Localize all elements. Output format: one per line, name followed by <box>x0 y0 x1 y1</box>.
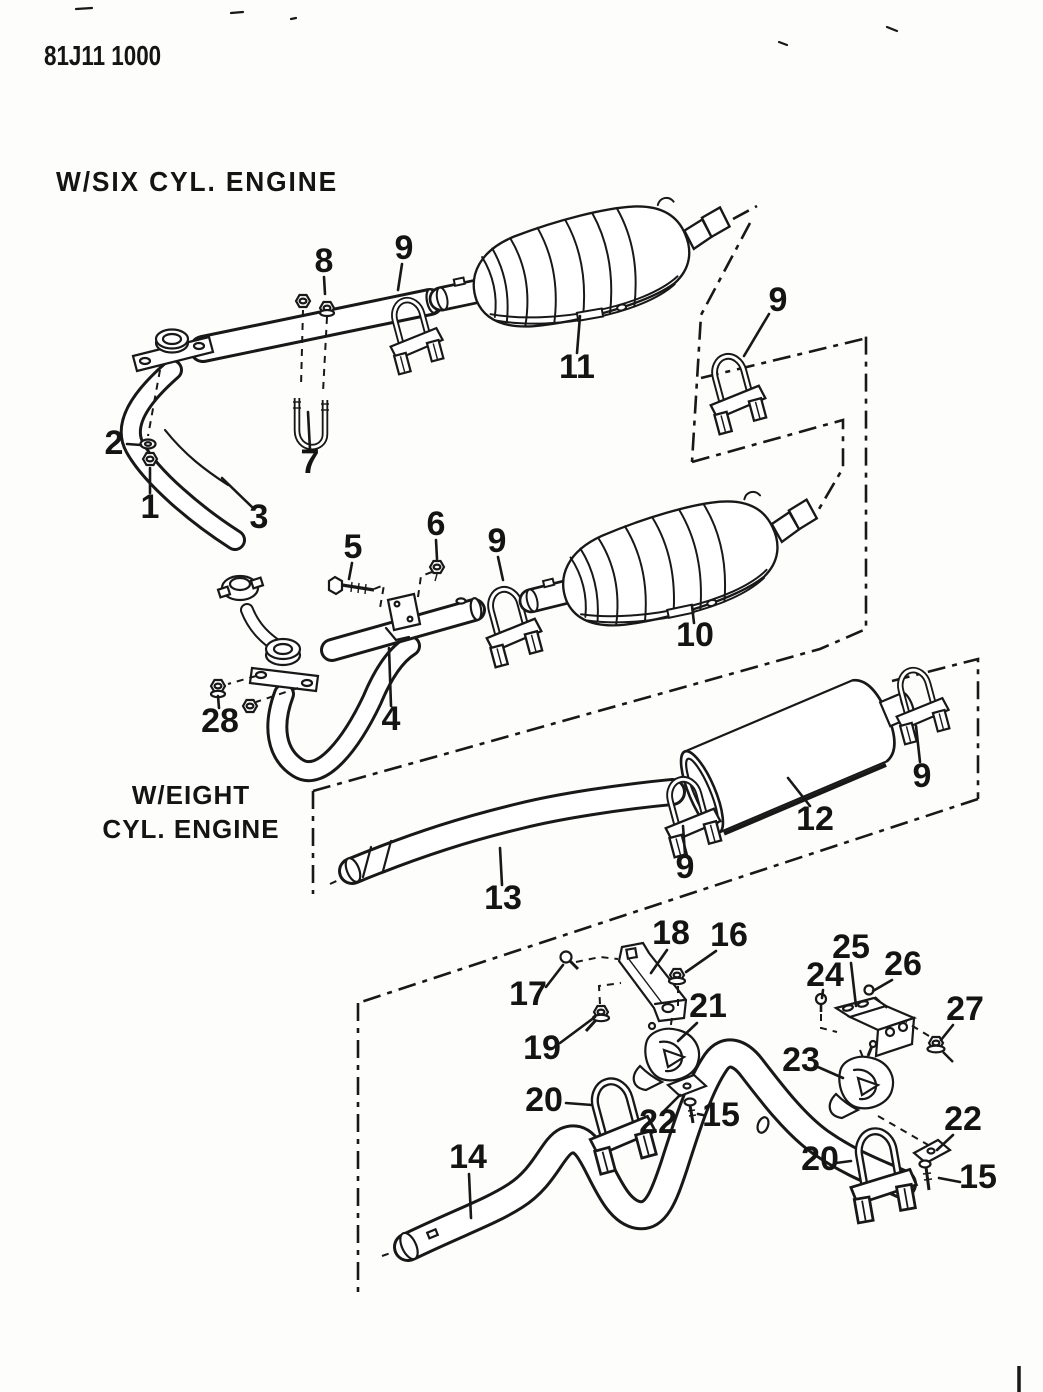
heading-eight-line2: CYL. ENGINE <box>102 814 280 844</box>
callout-leader-22 <box>935 1133 955 1152</box>
callout-leader-23 <box>816 1065 845 1080</box>
callout-leader-21 <box>676 1021 699 1043</box>
callout-number-10: 10 <box>676 616 714 654</box>
callout-number-27: 27 <box>946 990 984 1028</box>
callout-leader-18 <box>649 948 669 975</box>
callout-number-4: 4 <box>382 700 401 738</box>
callout-number-20: 20 <box>525 1081 563 1119</box>
callout-number-9: 9 <box>488 522 507 560</box>
callout-number-1: 1 <box>141 488 160 526</box>
callout-number-3: 3 <box>250 498 269 536</box>
callout-number-11: 11 <box>559 348 595 386</box>
callout-leader-9 <box>681 824 687 856</box>
muffler-eight-cyl <box>515 478 832 651</box>
callout-number-5: 5 <box>344 528 363 566</box>
callout-leader-14 <box>467 1172 473 1220</box>
callout-leader-12 <box>786 776 812 808</box>
page-stray-marks <box>74 6 1021 1392</box>
callout-number-17: 17 <box>509 975 547 1013</box>
callout-leader-20 <box>834 1159 853 1165</box>
section-heading-eight-cyl: W/EIGHT CYL. ENGINE <box>84 778 298 846</box>
callout-leader-13 <box>498 846 504 887</box>
nut-19 <box>584 982 622 1033</box>
heading-eight-line1: W/EIGHT <box>131 780 251 810</box>
tailpipe-and-hangers <box>381 941 954 1262</box>
callout-leader-19 <box>558 1015 597 1045</box>
callout-leader-24 <box>820 988 825 1000</box>
callout-leader-11 <box>575 314 582 355</box>
intermediate-exhaust <box>329 663 954 885</box>
nut-6 <box>428 559 446 575</box>
callout-number-15: 15 <box>959 1158 997 1196</box>
callout-number-9: 9 <box>913 757 932 795</box>
callout-number-2: 2 <box>105 424 124 462</box>
callout-number-18: 18 <box>652 914 690 952</box>
callout-leader-15 <box>696 1112 705 1117</box>
callout-number-26: 26 <box>884 945 922 983</box>
bolt-24 <box>814 992 838 1033</box>
callout-number-13: 13 <box>484 879 522 917</box>
doc-code: 81J11 1000 <box>44 40 162 71</box>
callout-number-9: 9 <box>395 229 414 267</box>
bolt-5 <box>327 575 375 596</box>
callout-number-16: 16 <box>710 916 748 954</box>
callout-leader-5 <box>347 561 354 581</box>
callout-leader-2 <box>125 442 143 447</box>
callout-leader-9 <box>396 262 404 292</box>
callout-leader-9 <box>496 555 505 582</box>
screw-15-center <box>683 1097 697 1124</box>
nut-27 <box>905 1021 954 1063</box>
callout-leader-25 <box>849 961 858 1008</box>
callout-number-22: 22 <box>639 1103 677 1141</box>
support-plate-22-center <box>665 1073 709 1098</box>
callout-leader-7 <box>306 410 312 452</box>
callout-number-14: 14 <box>449 1138 487 1176</box>
callout-number-23: 23 <box>782 1041 820 1079</box>
callout-leader-9 <box>742 312 771 358</box>
hanger-bracket-18 <box>617 941 688 1023</box>
callout-number-9: 9 <box>676 848 695 886</box>
callout-number-12: 12 <box>796 800 834 838</box>
callout-leader-26 <box>871 978 894 993</box>
bolt-17 <box>559 950 619 971</box>
callout-number-19: 19 <box>523 1029 561 1067</box>
callout-number-25: 25 <box>832 928 870 966</box>
callout-leader-16 <box>684 949 718 974</box>
callout-number-9: 9 <box>769 281 788 319</box>
callout-leader-17 <box>544 963 565 989</box>
clamp-9-rear <box>700 349 772 434</box>
section-heading-six-cyl: W/SIX CYL. ENGINE <box>56 166 339 197</box>
flange-nut-washer <box>139 369 161 467</box>
muffler-six-cyl <box>426 185 742 349</box>
callout-leader-20 <box>564 1101 594 1107</box>
callout-leader-15 <box>937 1176 962 1184</box>
callout-leader-9 <box>914 724 922 764</box>
callout-leader-27 <box>939 1023 955 1042</box>
callout-number-6: 6 <box>427 505 446 543</box>
callout-number-24: 24 <box>806 956 844 994</box>
callout-number-7: 7 <box>301 443 320 481</box>
callout-leader-22 <box>662 1093 682 1113</box>
callout-leader-28 <box>216 694 221 710</box>
eight-cyl-front-pipe <box>209 478 832 783</box>
screw-15-right <box>918 1159 933 1191</box>
callout-number-28: 28 <box>201 702 239 740</box>
callout-leader-4 <box>387 646 393 708</box>
bracket-25 <box>833 996 918 1061</box>
callout-number-15: 15 <box>702 1096 740 1134</box>
callout-leader-10 <box>690 604 696 625</box>
callout-number-20: 20 <box>801 1140 839 1178</box>
callout-number-22: 22 <box>944 1100 982 1138</box>
insulator-23 <box>828 1039 931 1147</box>
callout-leader-8 <box>322 275 327 296</box>
insulator-21 <box>632 1021 701 1092</box>
six-cyl-assembly <box>119 185 772 551</box>
callout-leader-3 <box>220 476 254 509</box>
callout-leader-6 <box>434 538 439 561</box>
callout-number-8: 8 <box>315 242 334 280</box>
callout-number-21: 21 <box>689 987 727 1025</box>
